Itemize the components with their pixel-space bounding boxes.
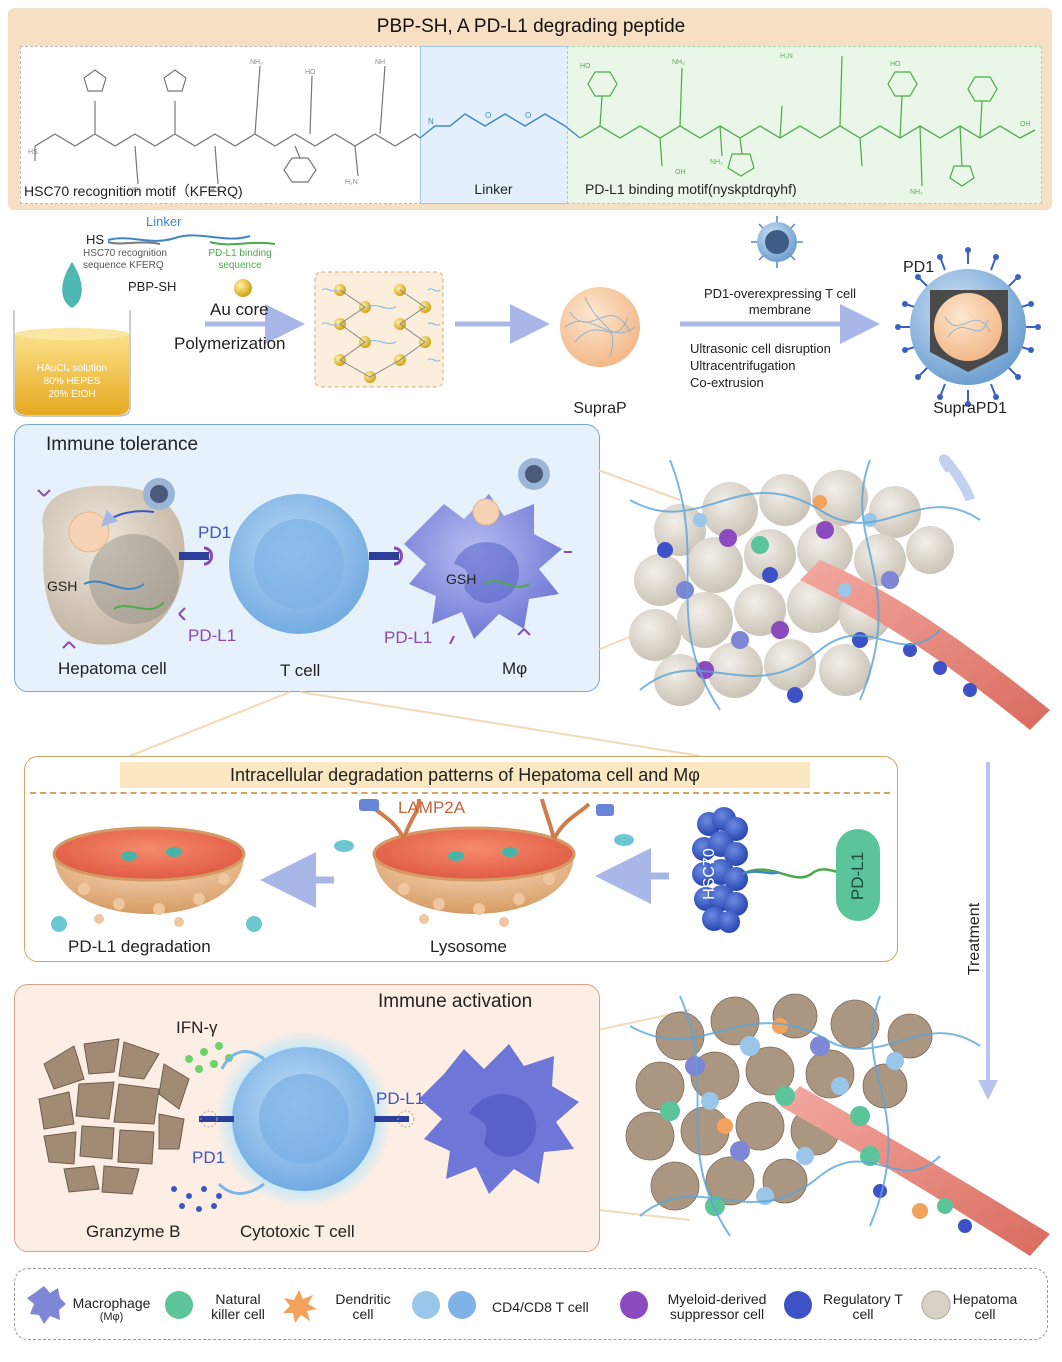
svg-text:HO: HO	[305, 69, 316, 76]
cd4-t-cell-legend-icon	[412, 1291, 440, 1319]
svg-text:HO: HO	[208, 187, 219, 194]
legend-hepatoma: Hepatoma cell	[952, 1291, 1018, 1322]
pdl1-label-activation: PD-L1	[376, 1089, 425, 1108]
legend-macrophage-label: Macrophage	[72, 1295, 151, 1311]
pdl1-motif-box	[567, 46, 1042, 204]
cd8-t-cell-legend-icon	[448, 1291, 476, 1319]
treg-legend-icon	[784, 1291, 812, 1319]
synthesis-graphics	[13, 216, 1041, 417]
macrophage-label: Mφ	[502, 659, 528, 678]
svg-text:NH: NH	[375, 59, 385, 66]
macrophage-legend-icon	[27, 1286, 66, 1324]
process-step-2: Ultracentrifugation	[690, 358, 796, 373]
pdl1-protein-label-text: PD-L1	[848, 851, 867, 901]
degradation-divider	[30, 792, 890, 794]
nk-cell-legend-icon	[165, 1291, 193, 1319]
degradation-title-band	[120, 762, 810, 788]
peptide-linker-label: Linker	[146, 214, 182, 229]
svg-text:NH₂: NH₂	[672, 59, 685, 66]
process-step-1: Ultrasonic cell disruption	[690, 341, 831, 356]
lysosome-label: Lysosome	[430, 937, 507, 956]
hepatoma-cell-label: Hepatoma cell	[58, 659, 167, 678]
suprap-label: SupraP	[573, 400, 627, 417]
legend-t-cell: CD4/CD8 T cell	[492, 1299, 589, 1315]
tumor-after-treatment	[625, 993, 1050, 1256]
immune-tolerance-title: Immune tolerance	[46, 434, 199, 455]
hsc70-motif-box	[20, 46, 422, 204]
tumor-before-treatment	[629, 454, 1050, 730]
svg-text:N: N	[428, 117, 434, 126]
svg-text:H₂N: H₂N	[345, 179, 358, 186]
dendritic-cell-legend-icon	[283, 1290, 317, 1323]
svg-text:O: O	[485, 111, 491, 120]
t-cell-label: T cell	[280, 661, 321, 680]
beaker-label-2: 80% HEPES	[43, 376, 101, 387]
hsc70-label-text: HSC70	[701, 848, 718, 900]
immune-activation-title: Immune activation	[378, 991, 533, 1012]
pd1-label-top: PD1	[903, 259, 935, 276]
degradation-title: Intracellular degradation patterns of He…	[230, 765, 700, 785]
pdl1-motif-label: PD-L1 binding motif(nyskptdrqyhf)	[585, 181, 797, 197]
legend	[14, 1268, 1048, 1340]
lamp2a-label: LAMP2A	[398, 798, 466, 817]
cytotoxic-t-cell-label: Cytotoxic T cell	[240, 1222, 355, 1241]
peptide-panel-title: PBP-SH, A PD-L1 degrading peptide	[376, 16, 686, 37]
legend-mdsc: Myeloid-derived suppressor cell	[667, 1291, 767, 1322]
pdl1-degradation-label: PD-L1 degradation	[68, 937, 211, 956]
membrane-label: PD1-overexpressing T cell membrane	[704, 286, 856, 317]
linker-motif-label: Linker	[474, 181, 513, 197]
svg-text:O: O	[525, 111, 531, 120]
peptide-structure: NH₂ HO NH HO HO H₂N HS N O O HO NH₂ H₂N HO OH NH₂ NH…	[28, 53, 1036, 196]
pdl1-label-right: PD-L1	[384, 628, 433, 647]
legend-dendritic-cell: Dendritic cell	[335, 1291, 391, 1322]
svg-text:HO: HO	[128, 187, 139, 194]
hsc70-sequence-label: HSC70 recognition sequence KFERQ	[83, 248, 167, 271]
immune-activation-graphics	[38, 1031, 579, 1212]
svg-text:H₂N: H₂N	[780, 53, 793, 60]
gsh-label-right: GSH	[446, 571, 477, 587]
svg-text:NH₂: NH₂	[250, 59, 263, 66]
pdl1-label-left: PD-L1	[188, 626, 237, 645]
svg-text:NH₂: NH₂	[910, 189, 923, 196]
svg-text:HO: HO	[580, 63, 591, 70]
hepatoma-legend-icon	[921, 1290, 951, 1320]
beaker-label-3: 20% EtOH	[48, 389, 96, 400]
granzyme-b-label: Granzyme B	[86, 1222, 181, 1241]
au-core-label: Au core	[210, 300, 269, 319]
pd1-label-tolerance: PD1	[198, 523, 232, 542]
pbp-sh-label: PBP-SH	[128, 279, 177, 294]
svg-text:OH: OH	[675, 169, 686, 176]
hsc70-motif-label: HSC70 recognition motif（KFERQ)	[24, 183, 243, 199]
process-step-3: Co-extrusion	[690, 375, 764, 390]
degradation-graphics	[51, 798, 880, 933]
pd1-label-activation: PD1	[192, 1148, 226, 1167]
ifn-gamma-label: IFN-γ	[176, 1018, 218, 1037]
svg-text:HO: HO	[890, 61, 901, 68]
immune-tolerance-graphics	[37, 458, 572, 649]
legend-icons	[27, 1286, 951, 1324]
suprapd1-particle	[895, 247, 1041, 407]
mdsc-legend-icon	[620, 1291, 648, 1319]
suprapd1-label: SupraPD1	[933, 400, 1007, 417]
beaker-label-1: HAuCl₄ solution	[36, 363, 108, 374]
polymerization-label: Polymerization	[174, 334, 286, 353]
gsh-label-left: GSH	[47, 578, 78, 594]
legend-treg: Regulatory T cell	[823, 1291, 903, 1322]
svg-text:HS: HS	[28, 149, 38, 156]
treatment-label-text: Treatment	[966, 902, 983, 976]
treatment-arrow	[978, 762, 998, 1100]
pdl1-sequence-label: PD-L1 binding sequence	[208, 248, 272, 271]
svg-text:NH₂: NH₂	[710, 159, 723, 166]
treatment-label: Treatment	[935, 903, 995, 975]
peptide-hs-label: HS	[86, 232, 105, 247]
legend-macrophage: Macrophage (Mφ)	[64, 1296, 159, 1324]
legend-macrophage-sub: (Mφ)	[99, 1311, 124, 1323]
legend-nk-cell: Natural killer cell	[211, 1291, 265, 1322]
svg-text:OH: OH	[1020, 121, 1031, 128]
hsc70-label: HSC70	[690, 845, 730, 905]
pdl1-protein-label: PD-L1	[836, 830, 880, 922]
